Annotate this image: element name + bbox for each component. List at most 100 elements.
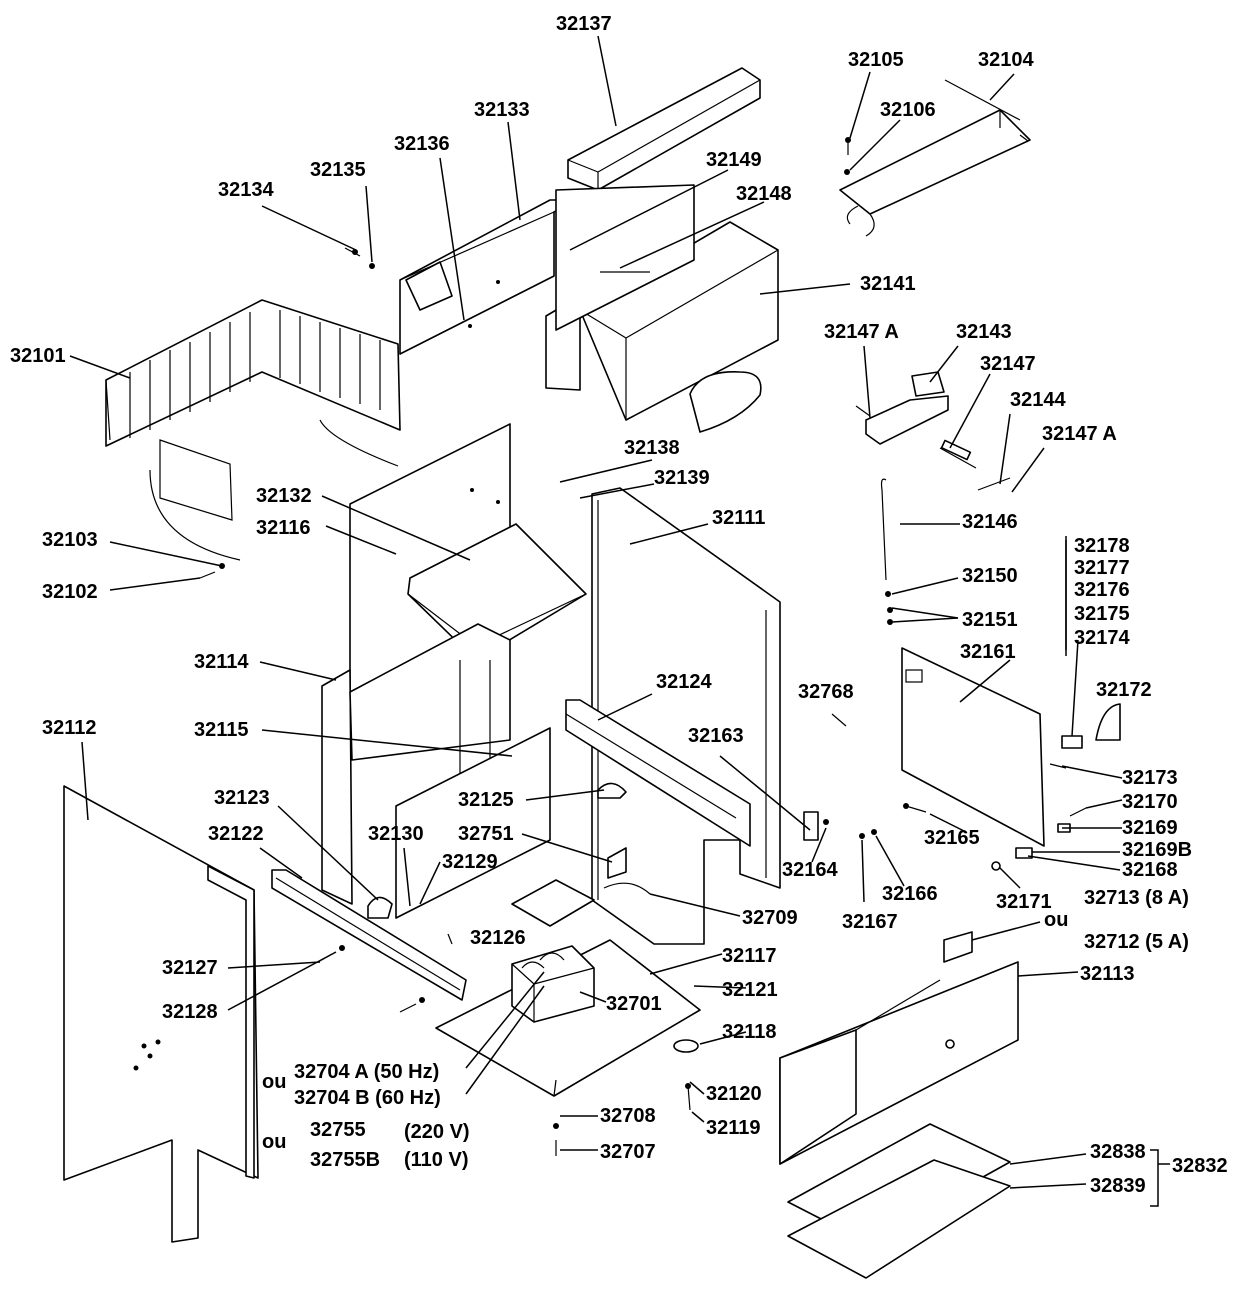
part-32104-plate (839, 79, 1031, 237)
part-32174-latch (1061, 735, 1083, 749)
label-32168: 32168 (1122, 859, 1178, 881)
part-32161-panel (901, 647, 1045, 847)
label-32151: 32151 (962, 609, 1018, 631)
part-32839-pad (787, 1159, 1011, 1279)
label-32171: 32171 (996, 891, 1052, 913)
washer-32164 (823, 819, 829, 825)
label-32147A-right: 32147 A (1042, 423, 1117, 445)
label-32178: 32178 (1074, 535, 1130, 557)
label-32176: 32176 (1074, 579, 1130, 601)
label-32127: 32127 (162, 957, 218, 979)
leader-lines (69, 35, 1170, 1207)
part-32168-switch (1015, 847, 1033, 859)
label-32137: 32137 (556, 13, 612, 35)
screw-32173 (1049, 763, 1067, 769)
label-32148: 32148 (736, 183, 792, 205)
label-32111: 32111 (712, 507, 766, 529)
part-32114-frame (321, 623, 511, 905)
label-32120: 32120 (706, 1083, 762, 1105)
part-32123 (367, 896, 393, 919)
screw-32105 (845, 137, 851, 155)
label-32150: 32150 (962, 565, 1018, 587)
label-32707: 32707 (600, 1141, 656, 1163)
label-32169B: 32169B (1122, 839, 1193, 861)
label-32122: 32122 (208, 823, 264, 845)
label-32147: 32147 (980, 353, 1036, 375)
label-32136: 32136 (394, 133, 450, 155)
label-32124: 32124 (656, 671, 712, 693)
label-32712: 32712 (5 A) (1084, 931, 1189, 953)
part-32171 (991, 861, 1001, 871)
label-32838: 32838 (1090, 1141, 1146, 1163)
washer-32167 (859, 833, 865, 839)
label-32119: 32119 (706, 1117, 761, 1139)
label-32104: 32104 (978, 49, 1034, 71)
label-32112: 32112 (42, 717, 97, 739)
screw-32707 (553, 1123, 559, 1156)
label-32175: 32175 (1074, 603, 1130, 625)
label-32169: 32169 (1122, 817, 1178, 839)
part-32137-box (567, 67, 761, 191)
label-32116: 32116 (256, 517, 311, 539)
label-32708: 32708 (600, 1105, 656, 1127)
label-32133: 32133 (474, 99, 530, 121)
label-32141: 32141 (860, 273, 916, 295)
screw-32119 (685, 1083, 691, 1111)
part-32712-fuse (943, 931, 973, 963)
label-32123: 32123 (214, 787, 270, 809)
label-32121: 32121 (722, 979, 778, 1001)
washer-32106 (844, 169, 850, 175)
label-32115: 32115 (194, 719, 249, 741)
part-32172-knob (1095, 703, 1121, 741)
screw-32768 (831, 713, 847, 727)
part-32125 (597, 782, 627, 799)
label-32138: 32138 (624, 437, 680, 459)
label-32166: 32166 (882, 883, 938, 905)
washer-32166 (871, 829, 877, 835)
label-32751: 32751 (458, 823, 514, 845)
label-32143: 32143 (956, 321, 1012, 343)
label-32129: 32129 (442, 851, 498, 873)
part-32122-rail (271, 869, 467, 1001)
screw-32146-rod (880, 478, 893, 625)
label-32768: 32768 (798, 681, 854, 703)
part-32709-pad (511, 879, 595, 927)
part-32709-cable (603, 882, 651, 895)
part-32124-rail (565, 699, 751, 847)
label-32174: 32174 (1074, 627, 1130, 649)
label-32144: 32144 (1010, 389, 1066, 411)
label-32147A-top: 32147 A (824, 321, 899, 343)
part-32751-clip (607, 847, 627, 879)
label-32106: 32106 (880, 99, 936, 121)
label-ou-right: ou (1044, 909, 1069, 931)
label-32134: 32134 (218, 179, 274, 201)
bracket-32174-32178 (1065, 536, 1067, 656)
label-32125: 32125 (458, 789, 514, 811)
label-110v: (110 V) (404, 1149, 469, 1171)
label-32126: 32126 (470, 927, 526, 949)
screw-32134 (344, 247, 375, 269)
label-32149: 32149 (706, 149, 762, 171)
label-32755: 32755 (310, 1119, 366, 1141)
label-32704A: 32704 A (50 Hz) (294, 1061, 440, 1083)
screw-32165 (903, 803, 927, 813)
label-32146: 32146 (962, 511, 1018, 533)
label-32132: 32132 (256, 485, 312, 507)
part-32133-panel (399, 199, 579, 355)
label-32177: 32177 (1074, 557, 1130, 579)
label-32113: 32113 (1080, 963, 1135, 985)
label-ou-1: ou (262, 1071, 287, 1093)
label-32114: 32114 (194, 651, 249, 673)
label-32103: 32103 (42, 529, 98, 551)
label-32173: 32173 (1122, 767, 1178, 789)
part-32141-box (545, 184, 779, 433)
label-32102: 32102 (42, 581, 98, 603)
screw-base (399, 997, 425, 1013)
label-32839: 32839 (1090, 1175, 1146, 1197)
label-32713: 32713 (8 A) (1084, 887, 1189, 909)
label-32135: 32135 (310, 159, 366, 181)
label-32170: 32170 (1122, 791, 1178, 813)
label-32128: 32128 (162, 1001, 218, 1023)
